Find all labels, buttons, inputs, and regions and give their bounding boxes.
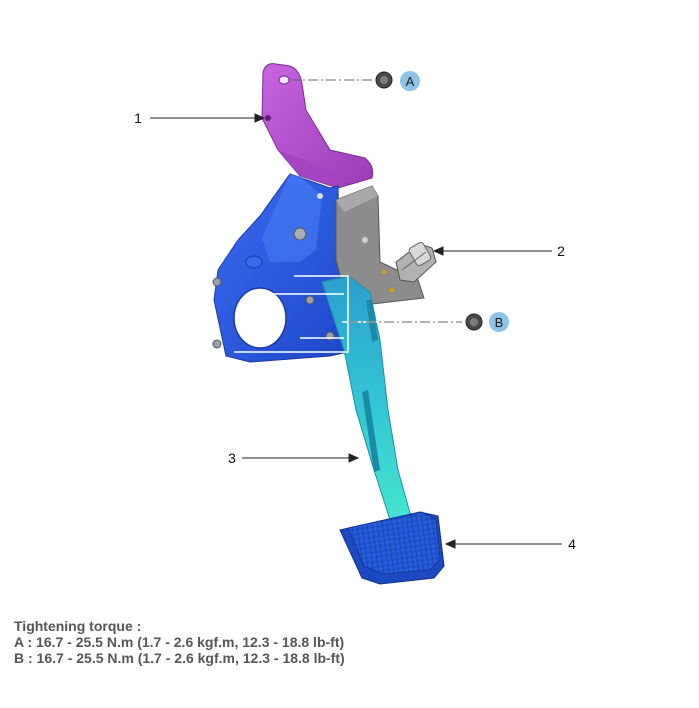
torque-line-b: B : 16.7 - 25.5 N.m (1.7 - 2.6 kgf.m, 12… [14,650,345,666]
pedal-pad [339,511,445,585]
nut-a-icon [375,71,393,89]
torque-line-a: A : 16.7 - 25.5 N.m (1.7 - 2.6 kgf.m, 12… [14,634,345,650]
badge-a: A [400,71,420,91]
nut-b-icon [465,313,483,331]
reference-lines [290,79,462,323]
leader-lines [150,113,562,549]
badge-b: B [489,312,509,332]
callout-3: 3 [228,450,236,466]
stop-lamp-switch [395,241,437,283]
callout-1: 1 [134,110,142,126]
tightening-torque-notes: Tightening torque : A : 16.7 - 25.5 N.m … [14,618,345,666]
pedal-member-arm [321,275,413,527]
callout-4: 4 [568,536,576,552]
pedal-support-bracket [212,173,349,363]
badge-b-label: B [495,315,504,330]
upper-mounting-bracket [261,63,374,189]
torque-title: Tightening torque : [14,618,142,634]
badge-a-label: A [406,74,415,89]
callout-2: 2 [557,243,565,259]
